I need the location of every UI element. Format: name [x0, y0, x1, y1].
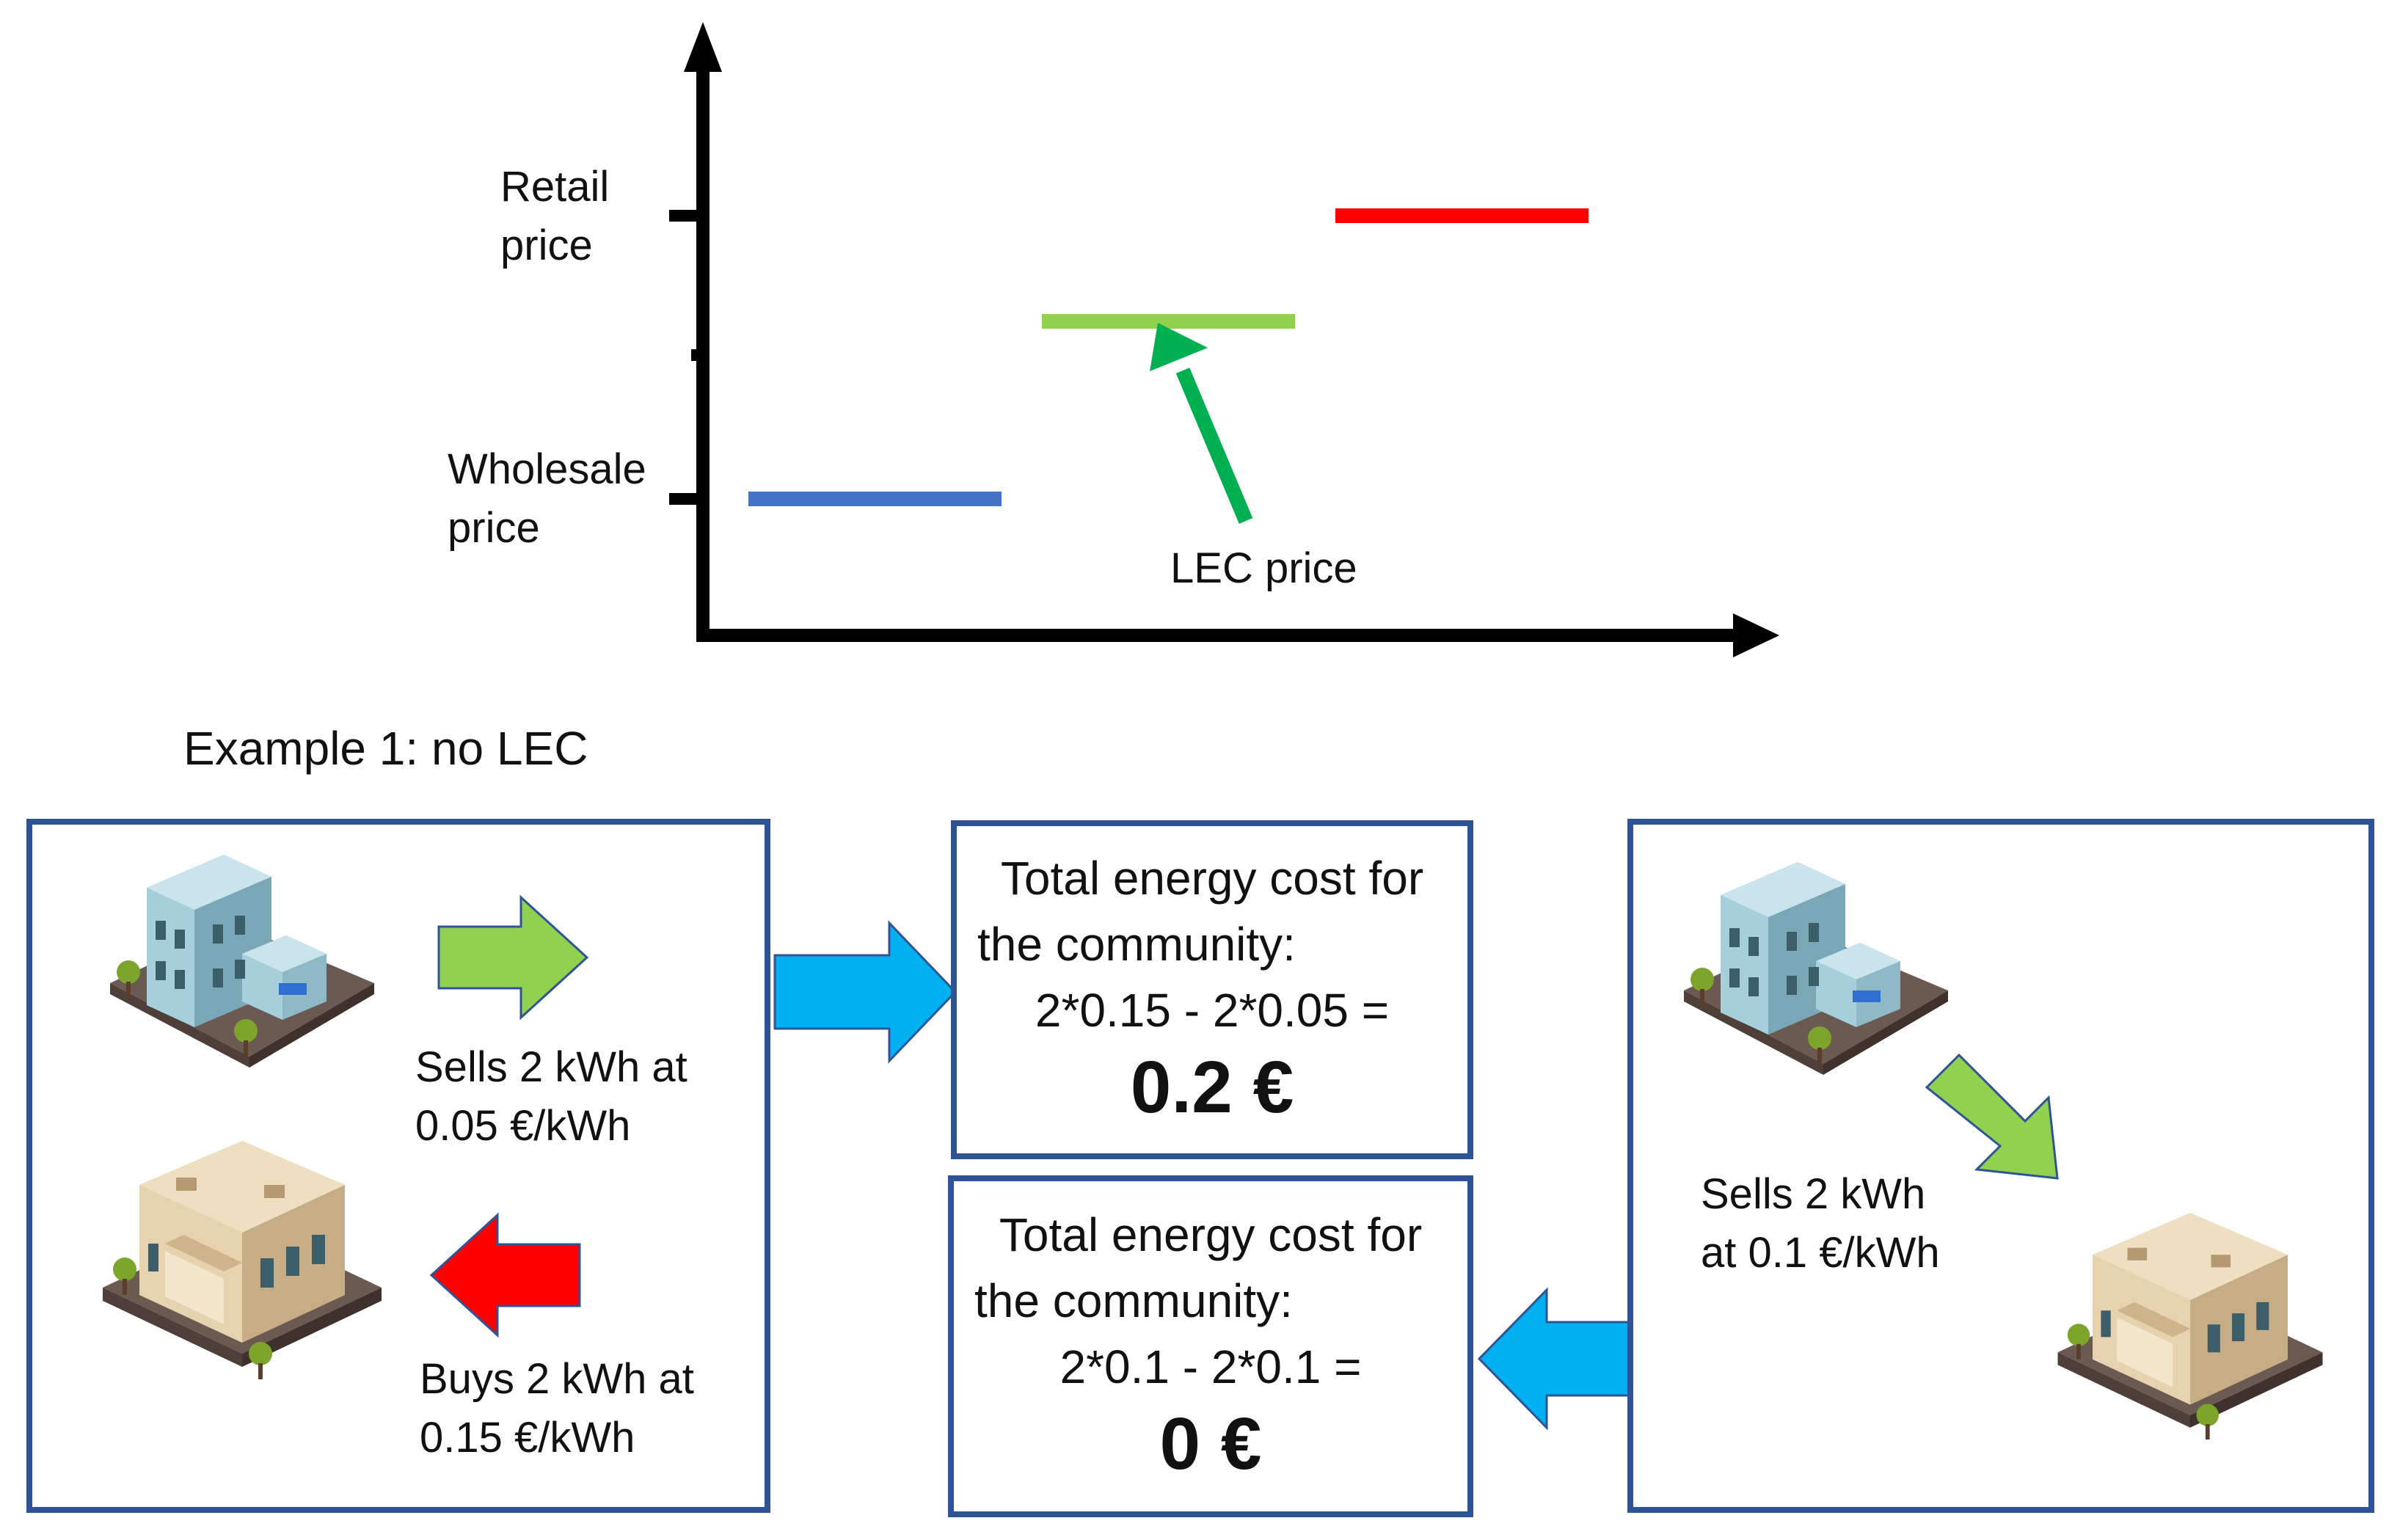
- example-title: Example 1: no LEC: [183, 722, 588, 775]
- lec-price-label: LEC price: [1170, 544, 1357, 592]
- cost-title-line2: the community:: [974, 1274, 1293, 1327]
- cost-box-no-lec: Total energy cost for the community: 2*0…: [951, 820, 1473, 1159]
- cost-formula: 2*0.1 - 2*0.1 =: [1059, 1340, 1362, 1393]
- flow-arrow-right-icon: [773, 920, 958, 1064]
- price-chart: [669, 22, 1779, 657]
- cost-title-line1: Total energy cost for: [999, 1208, 1423, 1261]
- buy-arrow-icon: [429, 1212, 581, 1338]
- lec-pointer-arrowhead: [1150, 323, 1208, 371]
- cost-result: 0.2 €: [1130, 1046, 1294, 1128]
- museum-building-icon: [103, 1141, 382, 1379]
- right-sell-label: Sells 2 kWh at 0.1 €/kWh: [1701, 1170, 1940, 1277]
- police-building-icon: [110, 855, 374, 1068]
- retail-price-label: Retail price: [500, 163, 610, 269]
- price-levels: [748, 208, 1589, 506]
- flow-arrow-left-icon: [1477, 1287, 1641, 1431]
- sell-arrow-icon: [437, 894, 589, 1021]
- left-buy-label: Buys 2 kWh at 0.15 €/kWh: [420, 1355, 694, 1461]
- wholesale-price-label: Wholesale price: [448, 445, 646, 552]
- left-sell-label: Sells 2 kWh at 0.05 €/kWh: [415, 1043, 687, 1150]
- police-building-icon: [1684, 862, 1948, 1075]
- y-axis-arrowhead: [684, 22, 722, 72]
- museum-building-icon: [2057, 1213, 2323, 1439]
- cost-title-line1: Total energy cost for: [1000, 852, 1424, 905]
- lec-pointer-arrow: [1175, 368, 1253, 524]
- cost-result: 0 €: [1159, 1403, 1262, 1485]
- cost-formula: 2*0.15 - 2*0.05 =: [1035, 984, 1390, 1037]
- cost-box-lec: Total energy cost for the community: 2*0…: [948, 1175, 1473, 1517]
- diagonal-sell-arrow-icon: [1925, 1053, 2059, 1180]
- x-axis-arrowhead: [1733, 613, 1779, 657]
- cost-title-line2: the community:: [977, 918, 1296, 971]
